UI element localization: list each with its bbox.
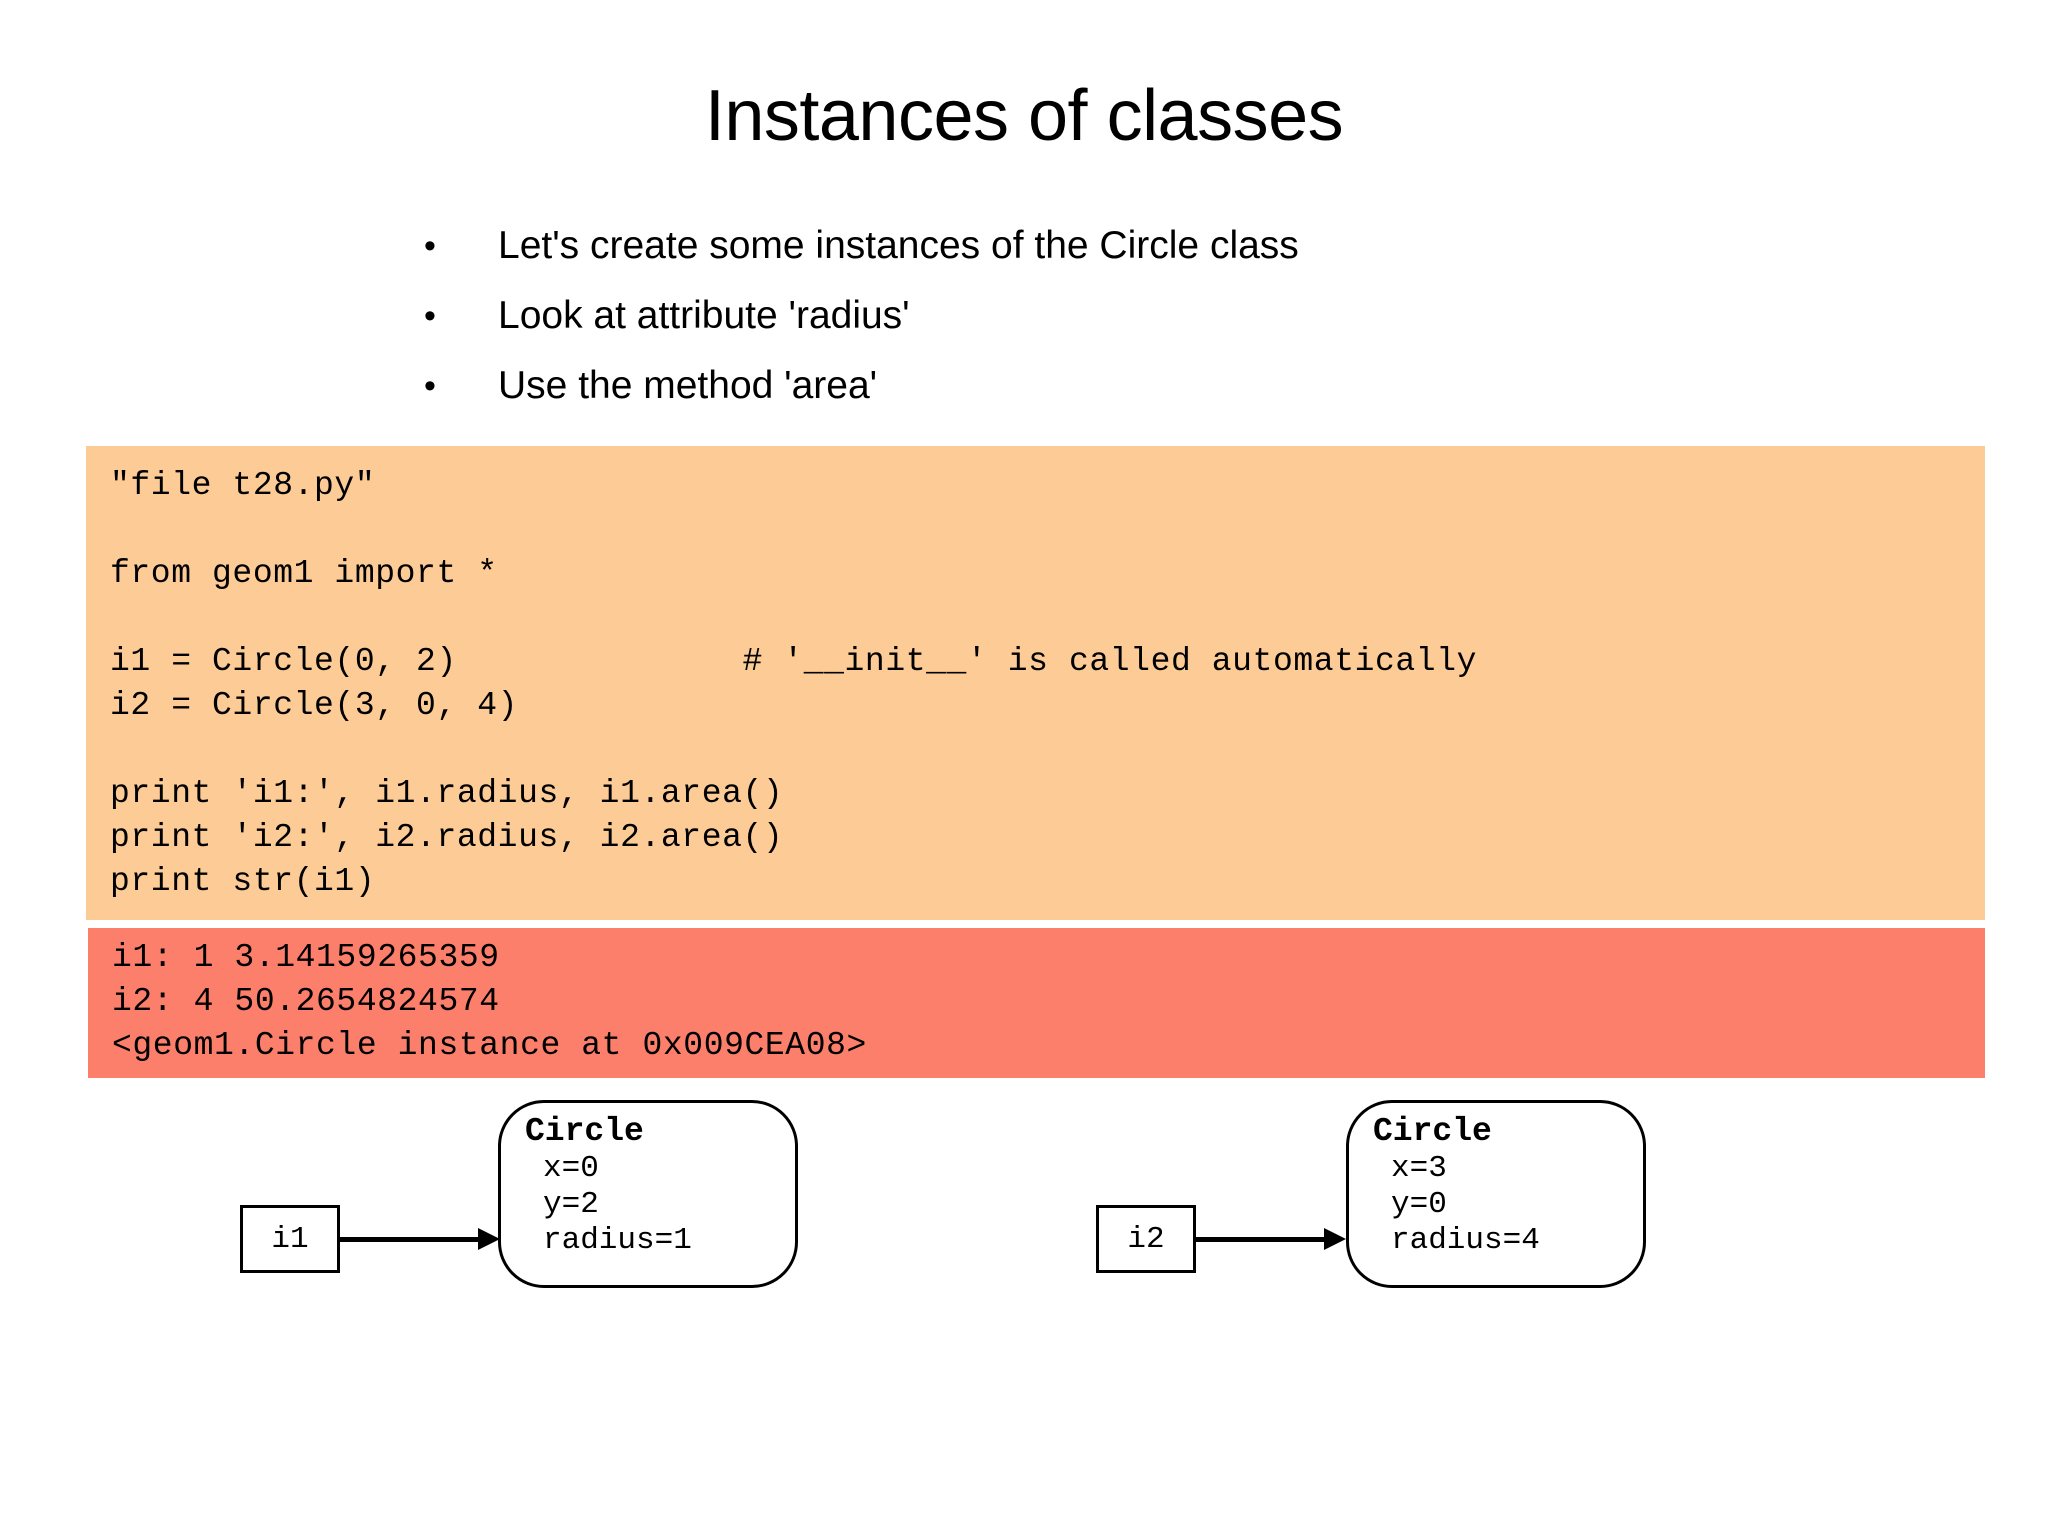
arrow-shaft	[1196, 1237, 1326, 1242]
object-attribute: radius=4	[1391, 1223, 1540, 1258]
object-class-name: Circle	[1373, 1113, 1492, 1150]
list-item: • Let's create some instances of the Cir…	[418, 222, 1918, 292]
bullet-text: Use the method 'area'	[498, 364, 878, 407]
code-line: from geom1 import *	[110, 555, 498, 592]
output-block: i1: 1 3.14159265359 i2: 4 50.2654824574 …	[88, 928, 1985, 1078]
list-item: • Look at attribute 'radius'	[418, 292, 1918, 362]
object-attribute: y=0	[1391, 1187, 1447, 1222]
variable-box-i1: i1	[240, 1205, 340, 1273]
object-attribute: x=0	[543, 1151, 599, 1186]
output-line: i2: 4 50.2654824574	[112, 983, 500, 1020]
bullet-point-icon: •	[424, 227, 436, 265]
arrow-head	[478, 1228, 500, 1250]
arrow-head	[1324, 1228, 1346, 1250]
code-line: print 'i1:', i1.radius, i1.area()	[110, 775, 784, 812]
object-box-i1: Circle x=0 y=2 radius=1	[498, 1100, 798, 1288]
variable-box-i2: i2	[1096, 1205, 1196, 1273]
bullet-text: Let's create some instances of the Circl…	[498, 224, 1299, 267]
object-box-i2: Circle x=3 y=0 radius=4	[1346, 1100, 1646, 1288]
reference-arrow-icon	[340, 1228, 500, 1250]
code-line: print 'i2:', i2.radius, i2.area()	[110, 819, 784, 856]
code-line: print str(i1)	[110, 863, 376, 900]
code-block: "file t28.py" from geom1 import * i1 = C…	[86, 446, 1985, 920]
output-line: <geom1.Circle instance at 0x009CEA08>	[112, 1027, 867, 1064]
list-item: • Use the method 'area'	[418, 362, 1918, 432]
code-line: "file t28.py"	[110, 467, 376, 504]
arrow-shaft	[340, 1237, 480, 1242]
bullet-point-icon: •	[424, 297, 436, 335]
page-title: Instances of classes	[704, 76, 1344, 156]
code-line: i1 = Circle(0, 2) # '__init__' is called…	[110, 643, 1478, 680]
object-reference-diagram: i1 Circle x=0 y=2 radius=1 i2 Circle x=3…	[0, 1100, 2048, 1350]
code-line	[110, 728, 1985, 772]
code-line	[110, 596, 1985, 640]
object-class-name: Circle	[525, 1113, 644, 1150]
bullet-list: • Let's create some instances of the Cir…	[418, 222, 1918, 432]
object-attribute: radius=1	[543, 1223, 692, 1258]
code-line: i2 = Circle(3, 0, 4)	[110, 687, 519, 724]
reference-arrow-icon	[1196, 1228, 1346, 1250]
bullet-point-icon: •	[424, 367, 436, 405]
object-attribute: y=2	[543, 1187, 599, 1222]
object-attribute: x=3	[1391, 1151, 1447, 1186]
code-line	[110, 508, 1985, 552]
bullet-text: Look at attribute 'radius'	[498, 294, 910, 337]
output-line: i1: 1 3.14159265359	[112, 939, 500, 976]
